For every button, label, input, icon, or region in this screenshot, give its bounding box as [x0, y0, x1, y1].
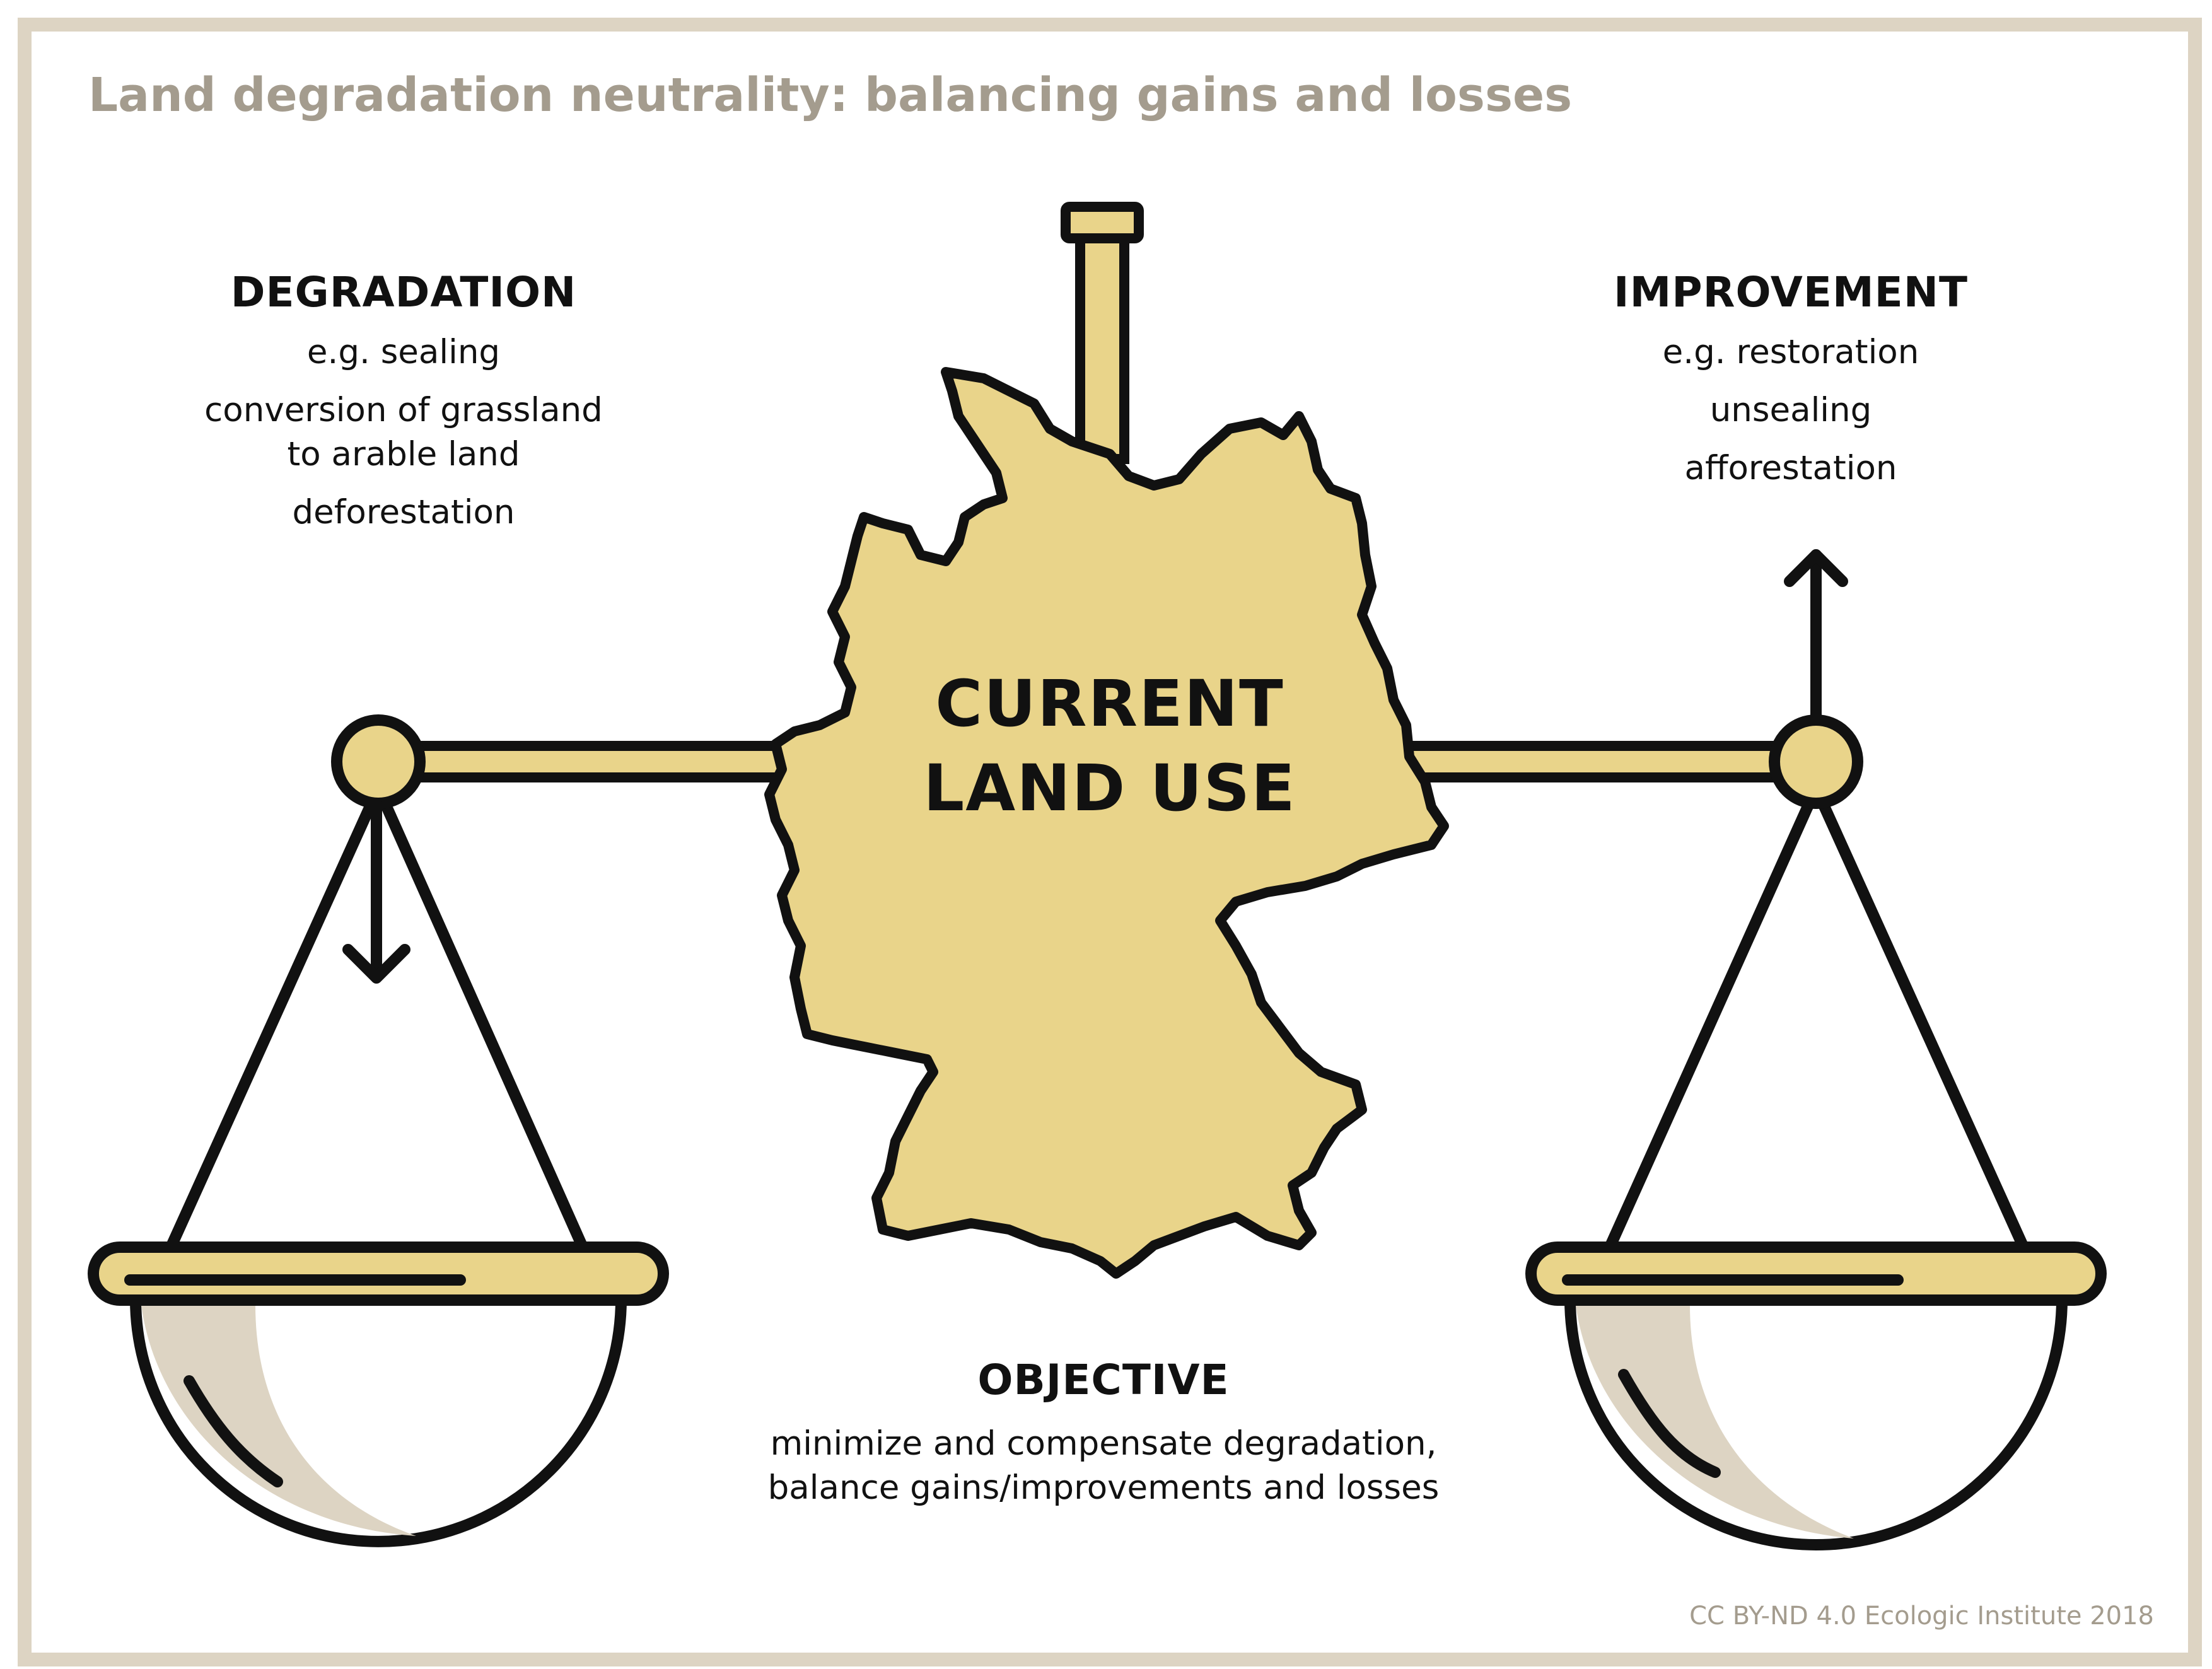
right-pan-highlight — [1618, 1369, 1721, 1478]
objective-line-2: balance gains/improvements and losses — [767, 1468, 1440, 1507]
scale-post-cap — [1061, 202, 1144, 243]
current-land-use-label: CURRENT LAND USE — [870, 662, 1349, 831]
up-arrow-icon — [1784, 549, 1848, 587]
degradation-example-2: conversion of grassland — [204, 391, 603, 429]
improvement-example-3: afforestation — [1684, 449, 1897, 487]
scale-post — [1075, 233, 1129, 464]
improvement-block: IMPROVEMENT e.g. restoration unsealing a… — [1551, 268, 2030, 504]
degradation-example-2-cont: to arable land — [287, 435, 520, 474]
left-pan-rim — [88, 1242, 669, 1306]
objective-block: OBJECTIVE minimize and compensate degrad… — [700, 1356, 1507, 1510]
right-pan-shade — [1576, 1305, 1854, 1538]
scale-beam-right — [1395, 741, 1821, 782]
credit-notice: CC BY-ND 4.0 Ecologic Institute 2018 — [1689, 1602, 2154, 1631]
improvement-example-2: unsealing — [1709, 391, 1872, 429]
scale-beam-left — [405, 741, 818, 782]
degradation-block: DEGRADATION e.g. sealing conversion of g… — [164, 268, 643, 549]
left-pivot — [331, 714, 426, 809]
left-pan-highlight — [183, 1375, 283, 1487]
left-pan-shade — [141, 1305, 416, 1536]
left-string-outer — [165, 782, 384, 1254]
page-title: Land degradation neutrality: balancing g… — [88, 68, 1573, 122]
germany-map — [764, 367, 1449, 1279]
improvement-example-1: e.g. restoration — [1662, 333, 1919, 371]
left-string-inner — [373, 782, 589, 1254]
center-label-line-1: CURRENT — [935, 666, 1284, 741]
improvement-heading: IMPROVEMENT — [1614, 268, 1968, 317]
degradation-heading: DEGRADATION — [230, 268, 577, 317]
center-label-line-2: LAND USE — [923, 751, 1296, 826]
degradation-example-3: deforestation — [292, 493, 515, 532]
right-pivot — [1769, 714, 1863, 809]
objective-line-1: minimize and compensate degradation, — [770, 1424, 1437, 1463]
down-arrow-icon — [342, 944, 410, 984]
right-string-outer — [1604, 782, 1822, 1254]
degradation-example-1: e.g. sealing — [306, 333, 501, 371]
right-string-inner — [1810, 782, 2030, 1254]
objective-heading: OBJECTIVE — [977, 1356, 1230, 1404]
right-pan-rim — [1525, 1242, 2107, 1306]
